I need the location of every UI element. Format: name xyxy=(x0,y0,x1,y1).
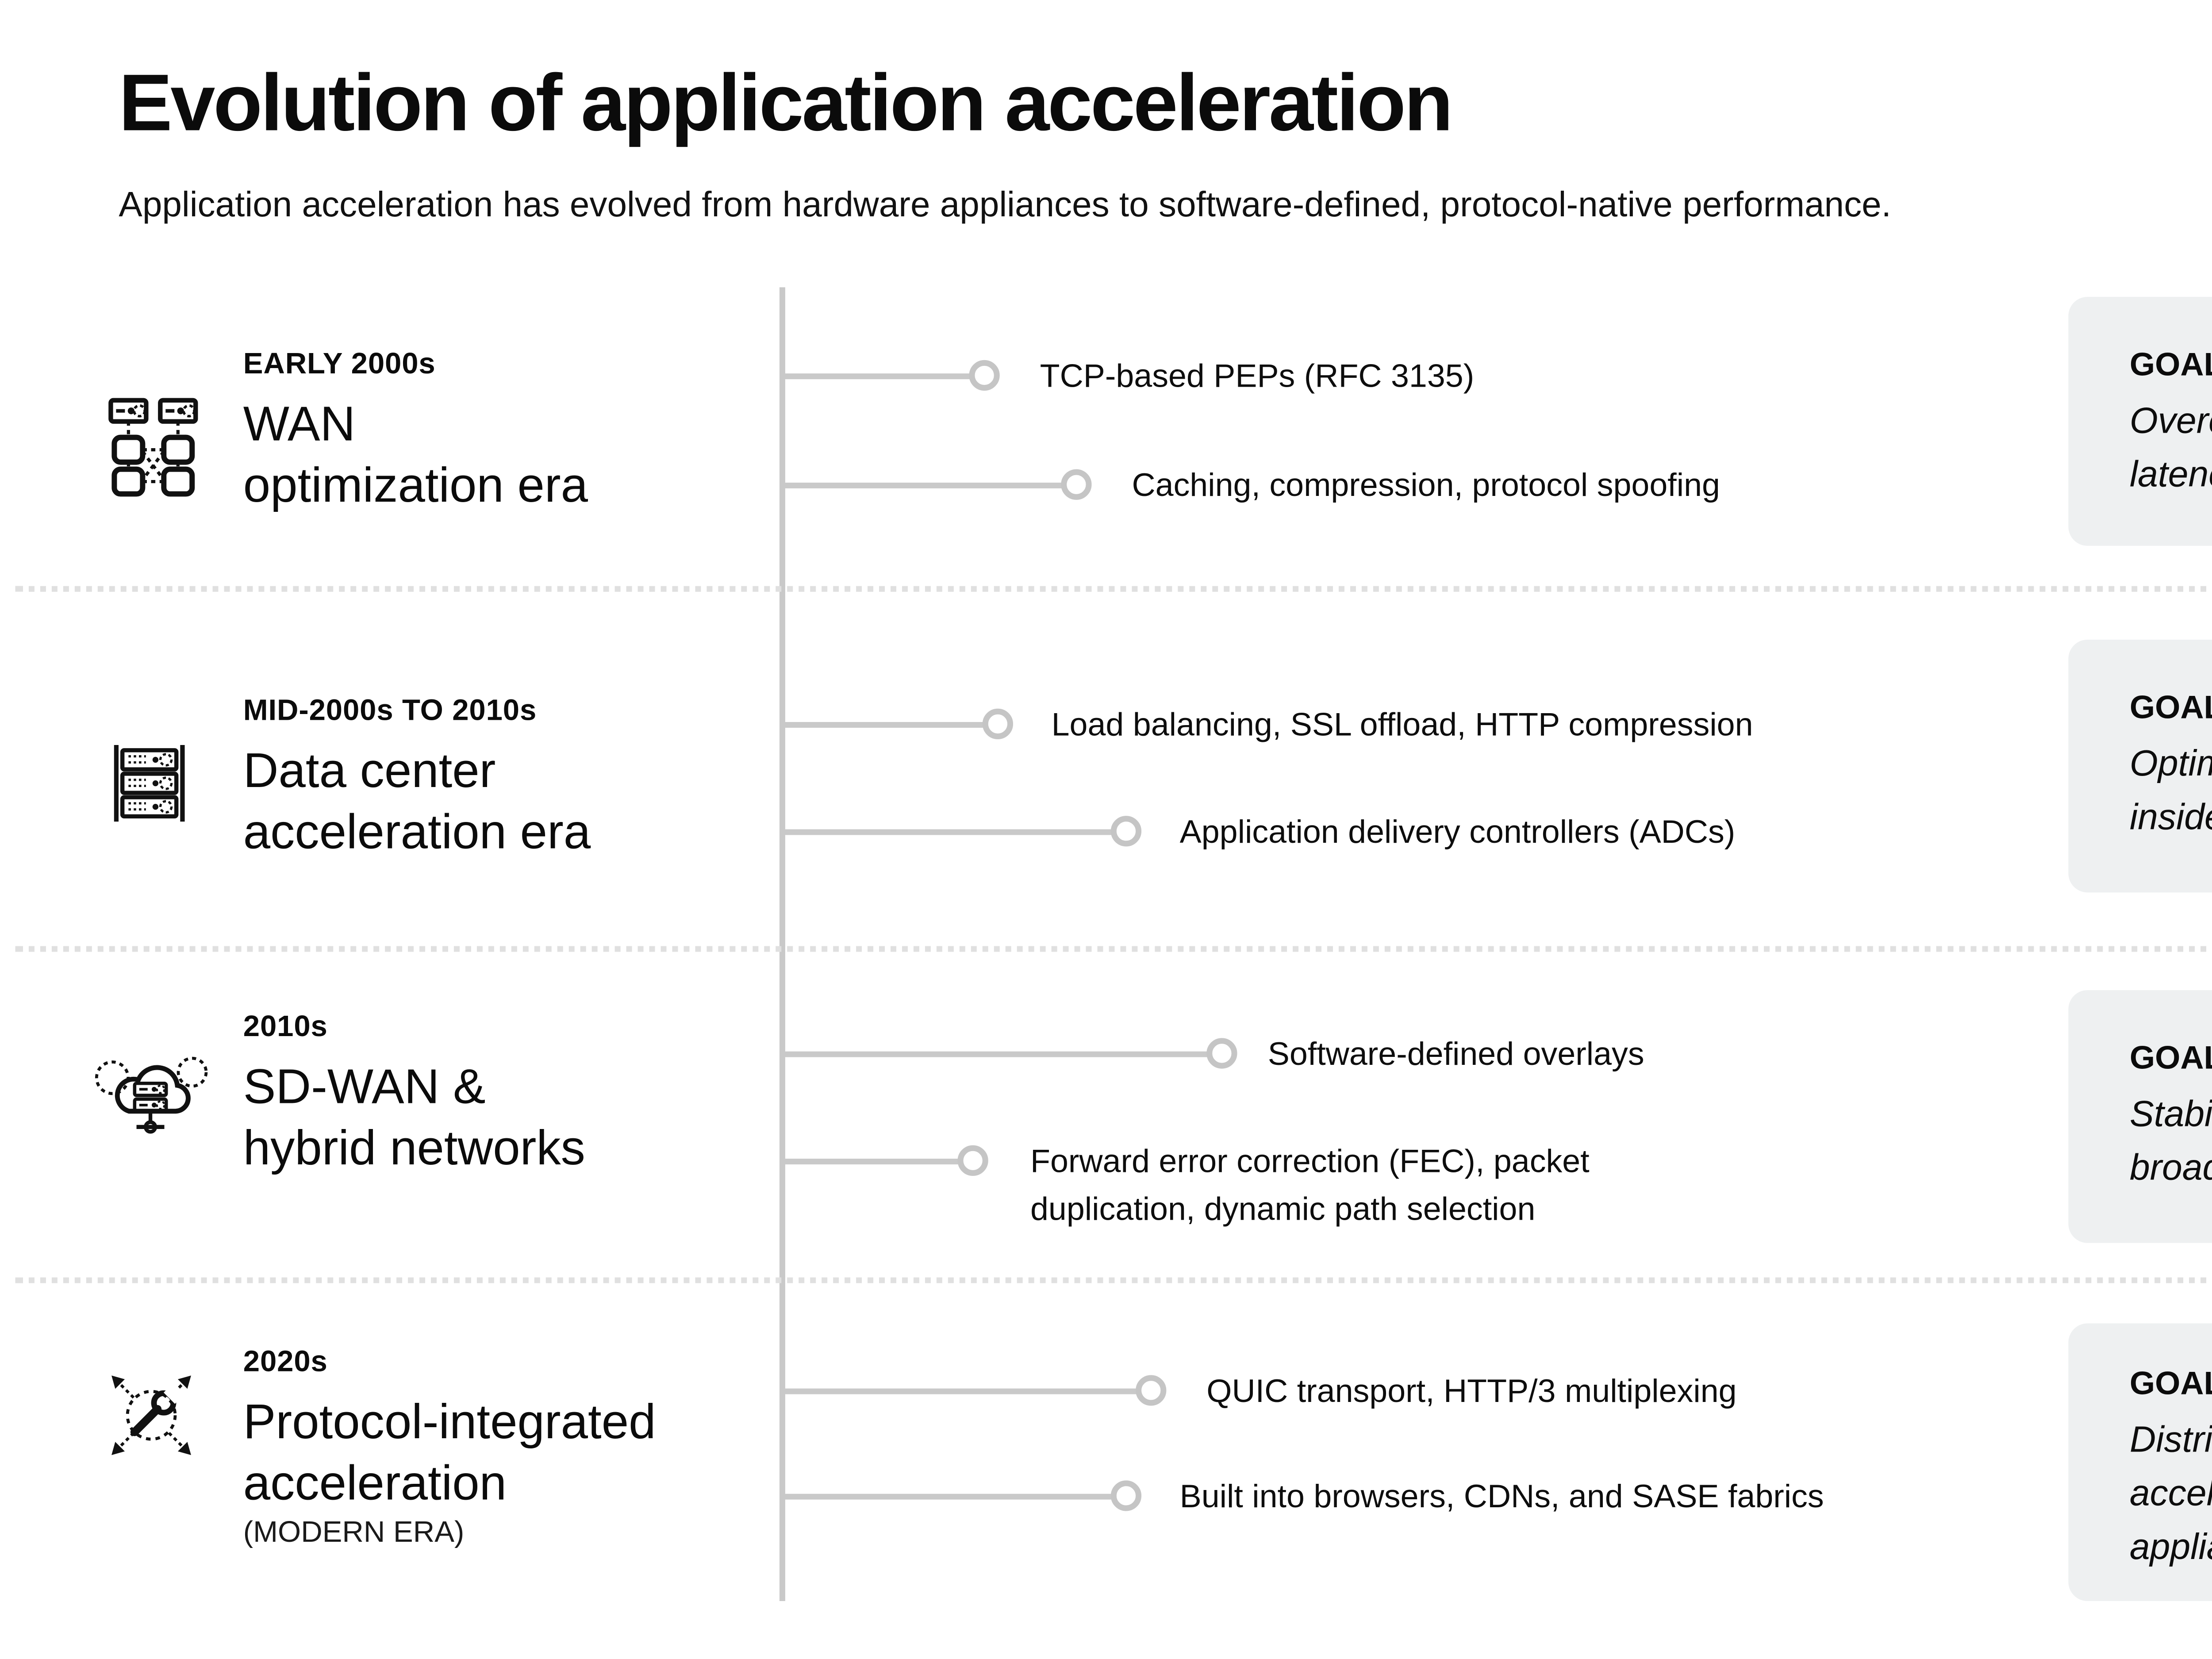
timeline-connector xyxy=(781,481,1065,488)
timeline-item: Load balancing, SSL offload, HTTP compre… xyxy=(1051,707,1753,743)
timeline-node xyxy=(969,360,1000,391)
goal-label: GOAL: xyxy=(2129,689,2212,726)
era-period: EARLY 2000s xyxy=(243,348,436,381)
timeline-item: Application delivery controllers (ADCs) xyxy=(1179,814,1736,851)
protocol-gear-icon xyxy=(105,1367,197,1463)
timeline-connector xyxy=(781,1493,1115,1499)
era-period: 2010s xyxy=(243,1011,328,1044)
timeline-item: Built into browsers, CDNs, and SASE fabr… xyxy=(1179,1478,1824,1515)
goal-label: GOAL: xyxy=(2129,346,2212,383)
era-period: 2020s xyxy=(243,1346,328,1379)
timeline-connector xyxy=(781,1157,962,1164)
goal-card: GOAL: Distributed, protocol-native accel… xyxy=(2068,1323,2212,1601)
era-name: Data center acceleration era xyxy=(243,745,591,860)
goal-text: Distributed, protocol-native acceleratio… xyxy=(2129,1421,2212,1569)
goal-card: GOAL: Stabilize performance over broadba… xyxy=(2068,990,2212,1243)
timeline-item: QUIC transport, HTTP/3 multiplexing xyxy=(1206,1373,1737,1410)
goal-card: GOAL: Overcome long-distance latency xyxy=(2068,296,2212,546)
timeline-node xyxy=(1110,816,1142,847)
era-name: WAN optimization era xyxy=(243,398,588,514)
timeline-connector xyxy=(781,1387,1140,1394)
timeline-item: Forward error correction (FEC), packet d… xyxy=(1030,1143,1590,1228)
timeline-item: Software-defined overlays xyxy=(1267,1036,1644,1073)
era-period: MID-2000s TO 2010s xyxy=(243,695,537,728)
row-separator xyxy=(15,1277,2212,1283)
timeline-node xyxy=(982,708,1014,739)
timeline-axis xyxy=(779,287,784,1601)
timeline-node xyxy=(1110,1480,1142,1511)
timeline-node xyxy=(1206,1038,1237,1069)
timeline-node xyxy=(957,1145,988,1176)
goal-label: GOAL: xyxy=(2129,1040,2212,1076)
page-subtitle: Application acceleration has evolved fro… xyxy=(119,184,1891,224)
era-name: Protocol-integrated acceleration xyxy=(243,1396,656,1511)
server-rack-icon xyxy=(111,739,188,827)
timeline-item: TCP-based PEPs (RFC 3135) xyxy=(1040,358,1475,395)
cloud-network-icon xyxy=(92,1049,215,1137)
row-separator xyxy=(15,946,2212,952)
timeline-item: Caching, compression, protocol spoofing xyxy=(1132,467,1720,504)
timeline-node xyxy=(1061,469,1092,500)
era-subname: (MODERN ERA) xyxy=(243,1517,465,1550)
timeline-connector xyxy=(781,1050,1210,1056)
goal-text: Stabilize performance over broadband & m… xyxy=(2129,1095,2212,1190)
timeline-connector xyxy=(781,828,1115,834)
timeline-connector xyxy=(781,372,973,378)
goal-text: Optimize client–server performance insid… xyxy=(2129,745,2212,839)
goal-card: GOAL: Optimize client–server performance… xyxy=(2068,639,2212,893)
wan-mesh-icon xyxy=(107,395,199,498)
era-name: SD-WAN & hybrid networks xyxy=(243,1061,585,1176)
page-title: Evolution of application acceleration xyxy=(119,57,1453,148)
row-separator xyxy=(15,586,2212,592)
timeline-connector xyxy=(781,721,987,727)
timeline-node xyxy=(1136,1375,1167,1406)
goal-label: GOAL: xyxy=(2129,1365,2212,1402)
goal-text: Overcome long-distance latency xyxy=(2129,402,2212,496)
